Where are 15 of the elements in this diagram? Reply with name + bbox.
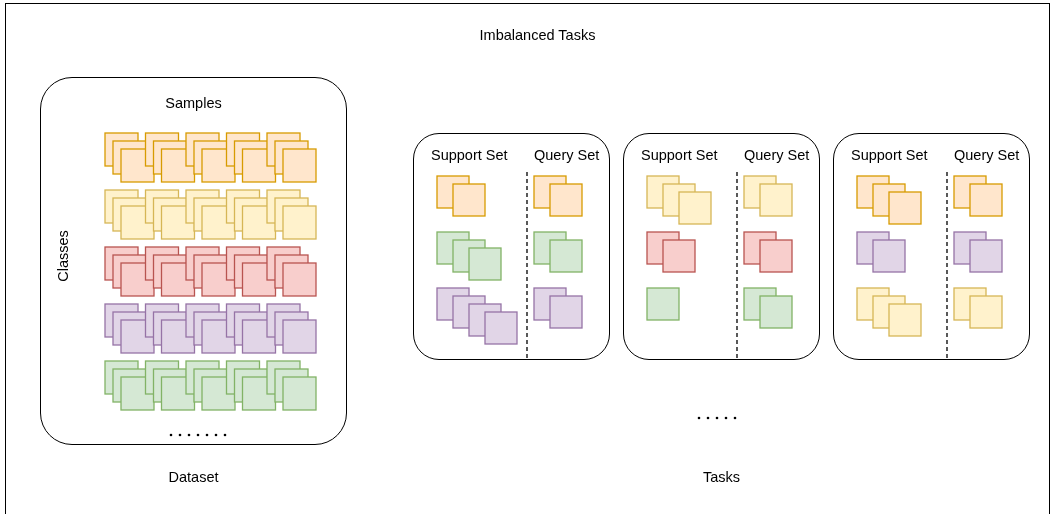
column-heading: Support Set [431,147,508,163]
column-heading: Query Set [744,147,810,163]
diagram-title: Imbalanced Tasks [478,27,597,43]
panel-caption: Tasks [701,469,742,485]
task-panel [833,133,1030,360]
task-panel [623,133,820,360]
column-heading: Query Set [954,147,1020,163]
dataset-panel [40,77,347,445]
panel-caption: Dataset [167,469,220,485]
column-heading: Query Set [534,147,600,163]
axis-label: Classes [54,230,71,282]
column-heading: Support Set [641,147,718,163]
task-panel [413,133,610,360]
axis-label: Samples [164,95,223,111]
column-heading: Support Set [851,147,928,163]
